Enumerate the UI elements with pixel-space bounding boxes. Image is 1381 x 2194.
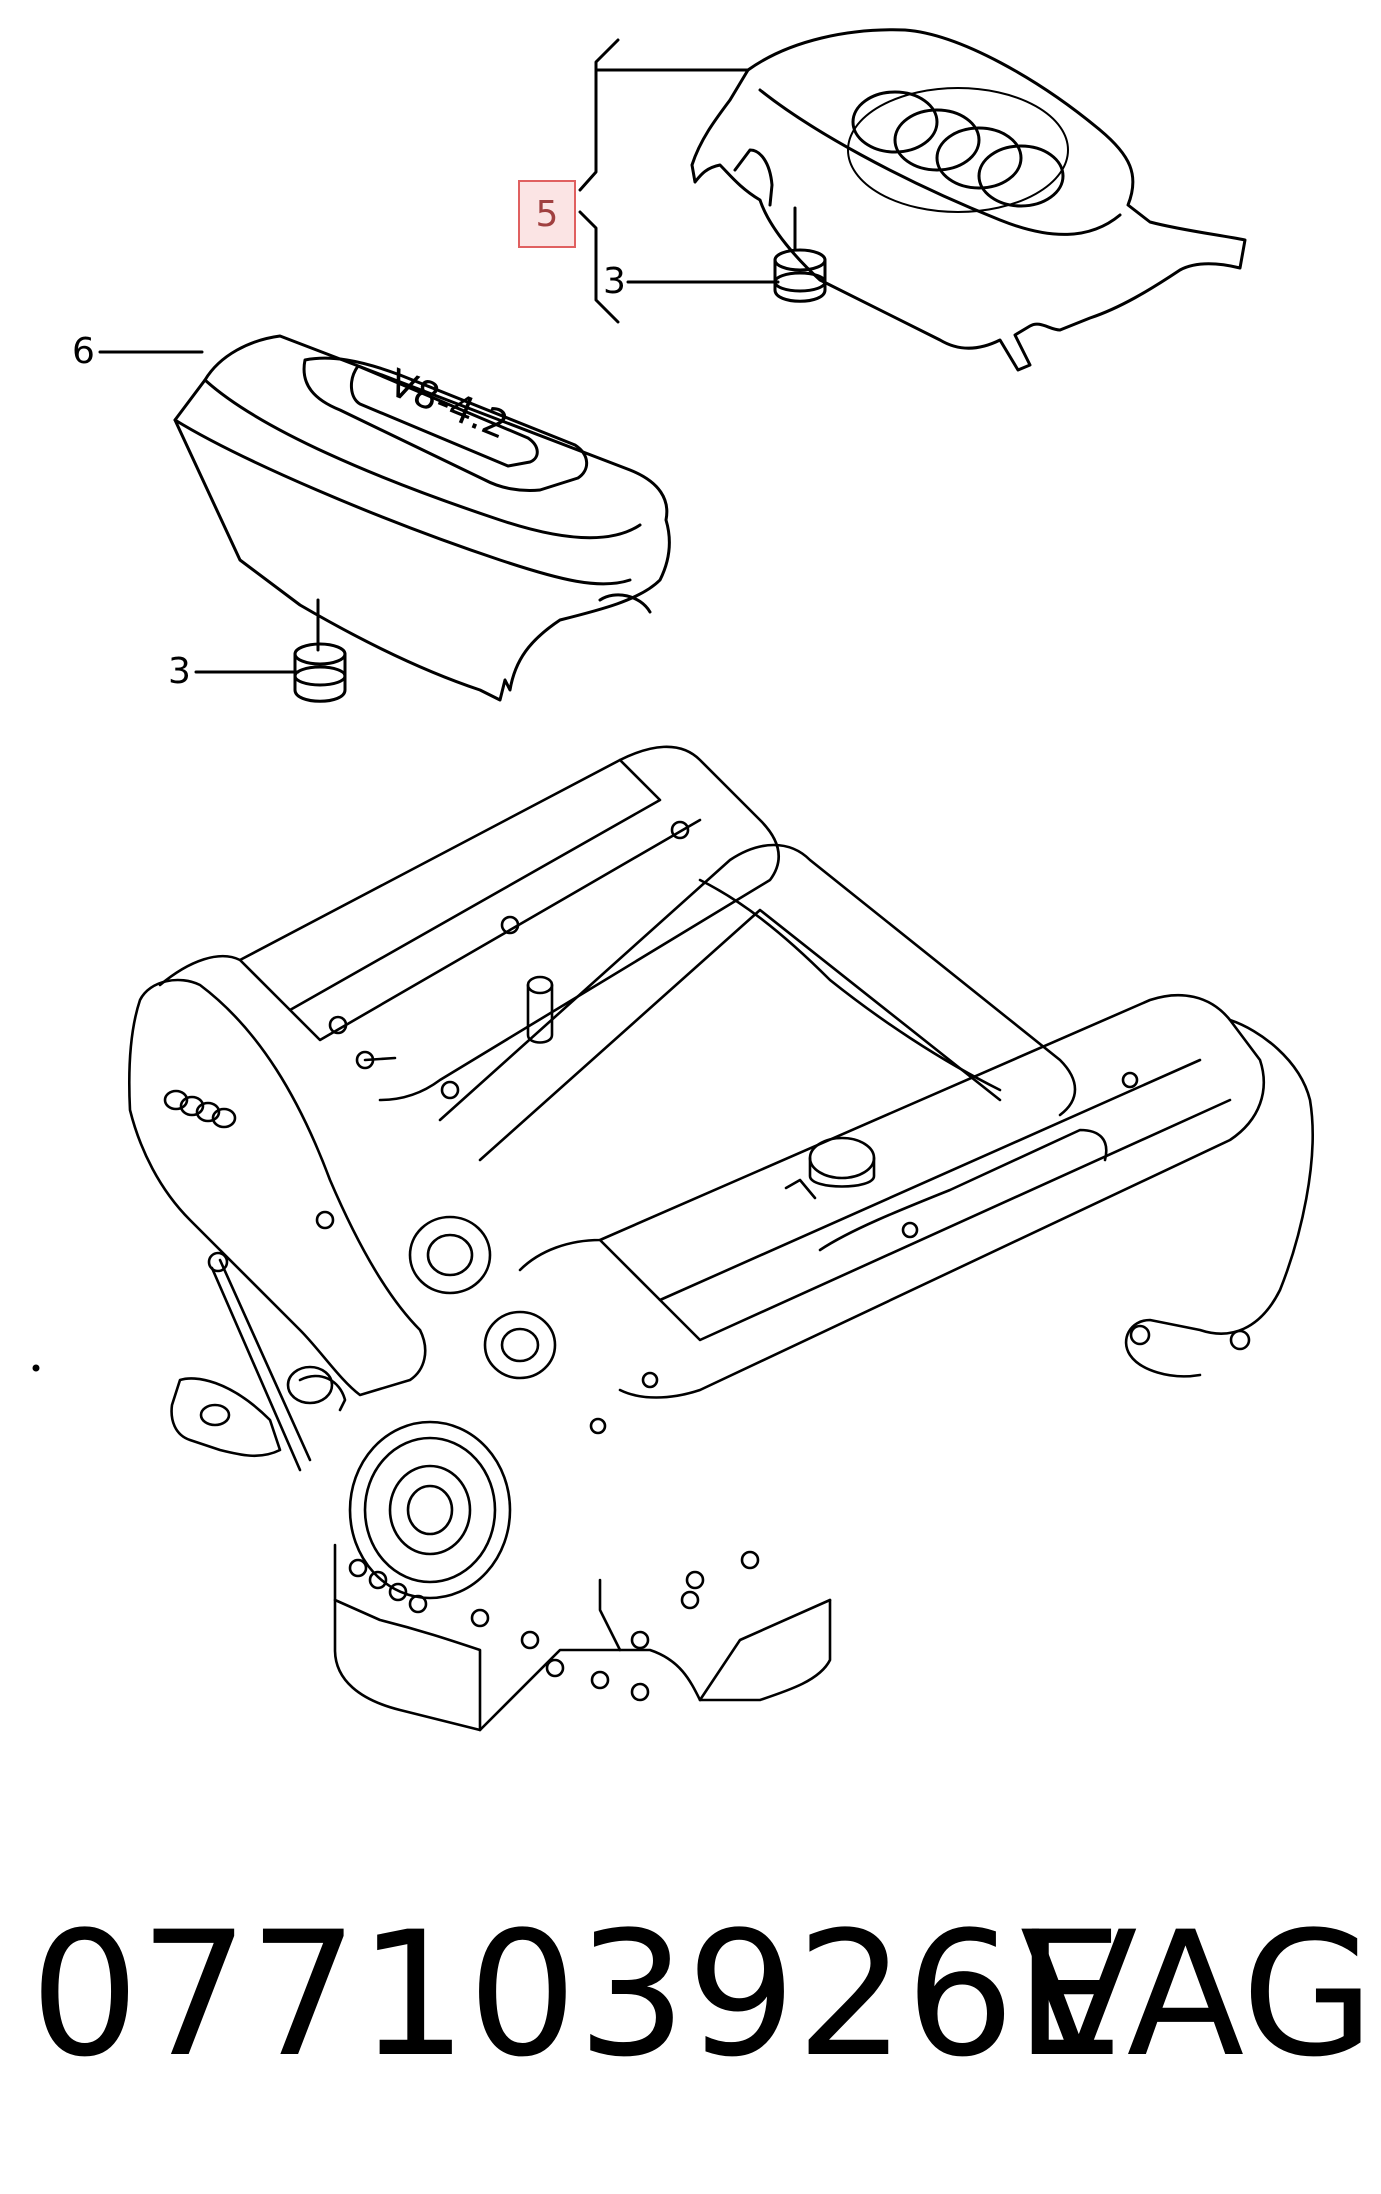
callout-part-3-lower: 3 — [168, 651, 191, 692]
four-rings-logo — [847, 87, 1069, 213]
part-number-text: 077103926E — [30, 1894, 1124, 2095]
stray-mark — [32, 1364, 40, 1372]
bracket-part-5 — [578, 38, 750, 324]
v8-badge-text: V8-4.2 — [383, 360, 515, 447]
upper-engine-cover — [690, 28, 1247, 372]
callout-part-6: 6 — [72, 331, 95, 372]
grommet-lower — [194, 642, 347, 703]
brand-text: VAG — [1020, 1894, 1375, 2095]
callout-part-3-upper: 3 — [603, 261, 626, 302]
middle-engine-cover — [173, 334, 671, 702]
callout-part-5-highlighted: 5 — [518, 180, 576, 248]
v8-engine-block — [128, 745, 1314, 1732]
grommet-upper — [626, 248, 827, 303]
